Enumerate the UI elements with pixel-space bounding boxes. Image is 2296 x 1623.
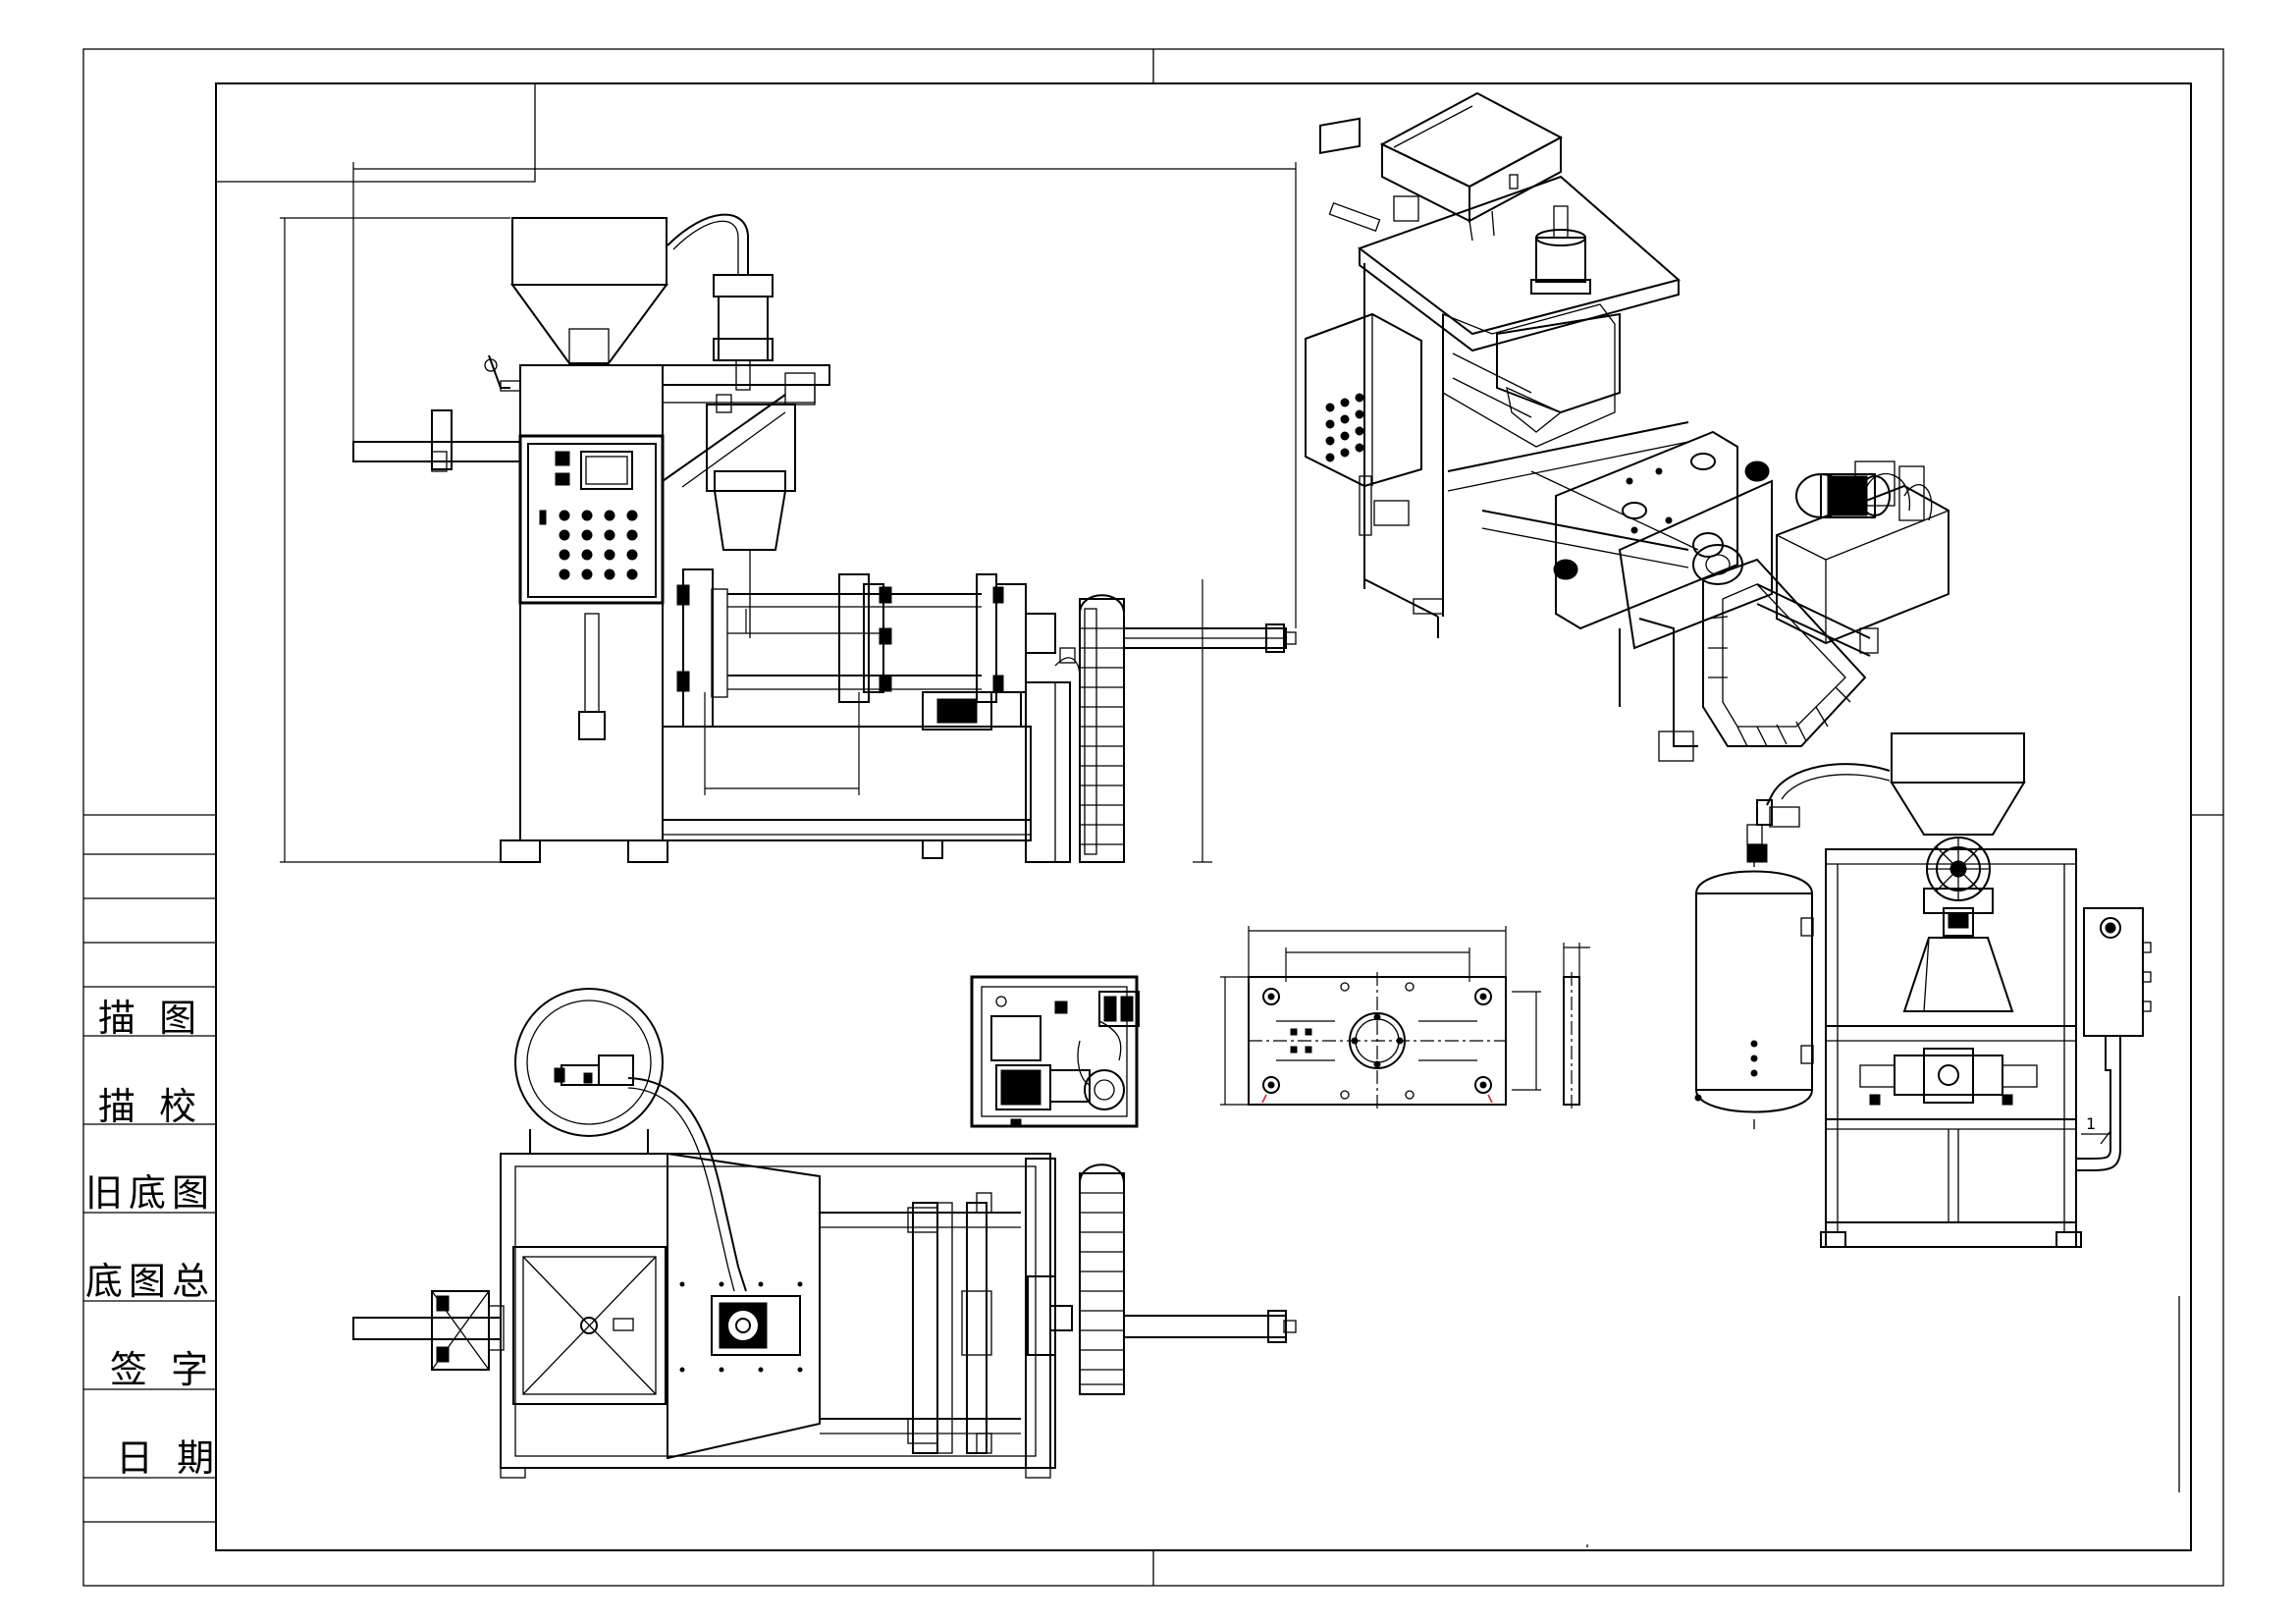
title-row-trace: 描 图	[98, 997, 202, 1040]
title-block: 描 图 描 校 旧底图 底图总 签 字 日 期	[83, 853, 220, 1523]
callout-item-1: 1	[2086, 1114, 2096, 1133]
iso-button-grid	[1325, 393, 1364, 462]
sheet-frame	[82, 48, 2224, 1587]
title-row-old-base: 旧底图	[85, 1171, 215, 1215]
iso-chain-track	[1702, 558, 1867, 747]
title-row-signature: 签 字	[110, 1348, 214, 1391]
chain-track-icon	[1079, 594, 1125, 863]
title-row-trace-check: 描 校	[98, 1085, 202, 1128]
button-grid-icon	[539, 510, 638, 580]
plan-chain-track	[1079, 1163, 1125, 1395]
hmi-screen-icon	[580, 451, 633, 490]
hydraulic-unit-view	[970, 975, 1140, 1128]
mold-plate-detail	[1220, 926, 1590, 1109]
plan-view	[352, 988, 1297, 1479]
front-elevation-view	[280, 162, 1297, 863]
title-row-date: 日 期	[116, 1436, 220, 1480]
title-row-base-total: 底图总	[85, 1260, 215, 1303]
side-elevation-view: 1	[1694, 732, 2152, 1248]
isometric-view	[1305, 91, 1949, 762]
